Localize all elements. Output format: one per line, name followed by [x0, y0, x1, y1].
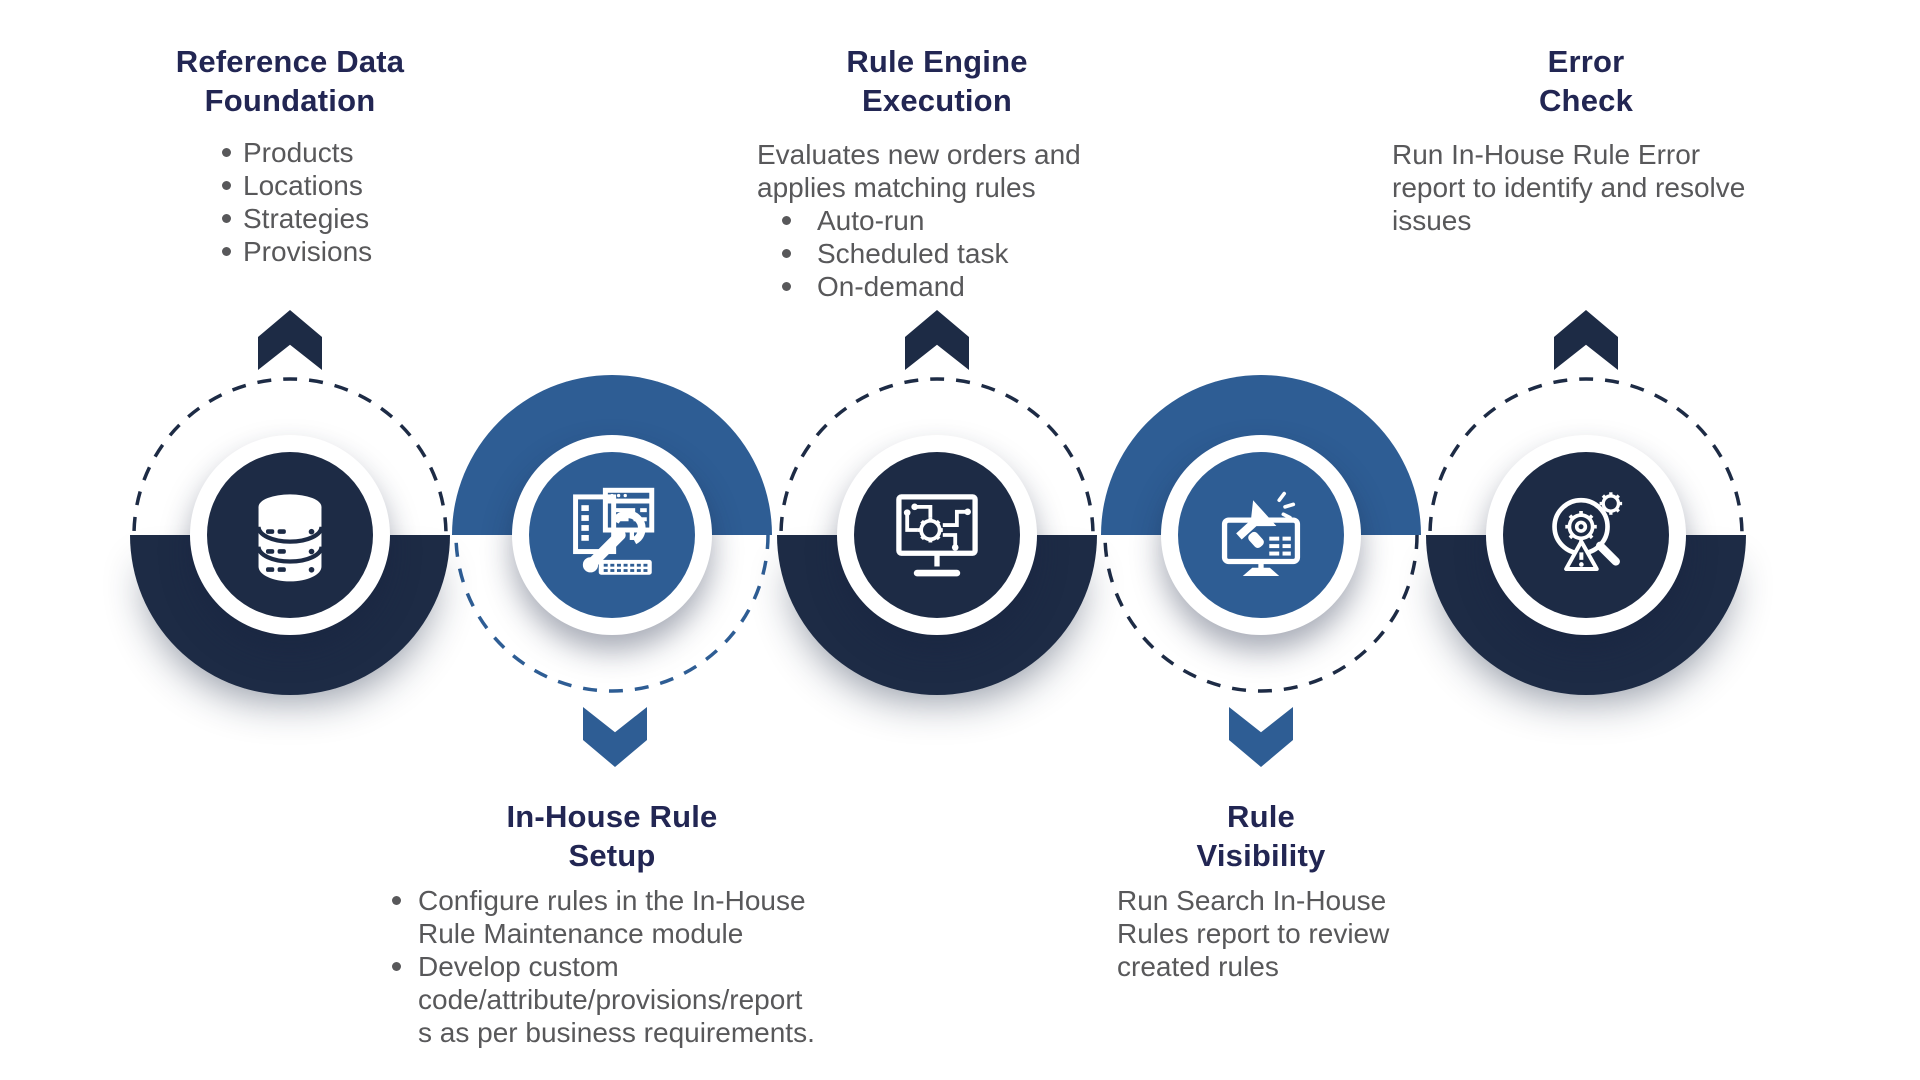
title-line: Check — [1538, 83, 1634, 118]
arrow-up-icon — [258, 310, 322, 370]
step-bullet-list: Products Locations Strategies Provisions — [210, 136, 372, 268]
description-line: report to identify and resolve — [1392, 172, 1746, 203]
description-line: Run In-House Rule Error — [1392, 139, 1701, 170]
arrow-up-icon — [905, 310, 969, 370]
step-title: Reference Data Foundation — [90, 42, 490, 120]
bullet-text: code/attribute/provisions/report — [418, 984, 803, 1015]
step-title: Error Check — [1386, 42, 1786, 120]
list-item: Scheduled task — [757, 237, 1157, 270]
description-line: applies matching rules — [757, 172, 1036, 203]
step-title: In-House Rule Setup — [412, 797, 812, 875]
arrow-down-icon — [1229, 707, 1293, 767]
bullet-dot — [222, 214, 231, 223]
arrow-up-icon — [1554, 310, 1618, 370]
bullet-dot — [392, 896, 401, 905]
step-circle-1 — [125, 370, 455, 700]
title-line: Setup — [568, 838, 656, 873]
bullet-dot — [222, 181, 231, 190]
list-item: Strategies — [210, 202, 372, 235]
description-line: Rules report to review — [1117, 918, 1390, 949]
title-line: In-House Rule — [506, 799, 718, 834]
title-line: Foundation — [204, 83, 376, 118]
icon-badge — [190, 435, 390, 635]
bullet-text: On-demand — [817, 271, 965, 302]
list-item: Provisions — [210, 235, 372, 268]
step-circle-4 — [1096, 370, 1426, 700]
list-item: On-demand — [757, 270, 1157, 303]
bullet-dot — [782, 249, 791, 258]
bullet-text: Products — [243, 137, 354, 168]
bullet-text: Provisions — [243, 236, 373, 267]
icon-badge — [837, 435, 1037, 635]
title-line: Rule Engine — [846, 44, 1028, 79]
bullet-dot — [782, 282, 791, 291]
step-bullet-list: Configure rules in the In-House Rule Mai… — [378, 884, 848, 1049]
description-line: Evaluates new orders and — [757, 139, 1081, 170]
step-circle-5 — [1421, 370, 1751, 700]
rule-engine-icon — [854, 452, 1020, 618]
title-line: Execution — [862, 83, 1012, 118]
bullet-dot — [222, 247, 231, 256]
step-title: Rule Engine Execution — [737, 42, 1137, 120]
description-line: created rules — [1117, 951, 1279, 982]
bullet-text: Scheduled task — [817, 238, 1009, 269]
bullet-text: Rule Maintenance module — [418, 918, 744, 949]
error-check-icon — [1503, 452, 1669, 618]
title-line: Error — [1547, 44, 1625, 79]
step-description: Evaluates new orders and applies matchin… — [757, 138, 1157, 303]
bullet-dot — [782, 216, 791, 225]
step-circle-2 — [447, 370, 777, 700]
title-line: Rule — [1227, 799, 1295, 834]
step-description: Run In-House Rule Error report to identi… — [1392, 138, 1812, 237]
step-title: Rule Visibility — [1061, 797, 1461, 875]
icon-badge — [1161, 435, 1361, 635]
bullet-text: s as per business requirements. — [418, 1017, 815, 1048]
bullet-text: Strategies — [243, 203, 370, 234]
icon-badge — [1486, 435, 1686, 635]
list-item: Locations — [210, 169, 372, 202]
bullet-dot — [222, 148, 231, 157]
bullet-text: Develop custom — [418, 951, 619, 982]
list-item: Develop custom code/attribute/provisions… — [378, 950, 848, 1049]
step-circle-3 — [772, 370, 1102, 700]
title-line: Visibility — [1196, 838, 1326, 873]
rule-visibility-icon — [1178, 452, 1344, 618]
title-line: Reference Data — [175, 44, 405, 79]
bullet-text: Locations — [243, 170, 363, 201]
database-icon — [207, 452, 373, 618]
bullet-text: Auto-run — [817, 205, 925, 236]
description-line: Run Search In-House — [1117, 885, 1387, 916]
description-line: issues — [1392, 205, 1472, 236]
list-item: Auto-run — [757, 204, 1157, 237]
bullet-dot — [392, 962, 401, 971]
list-item: Products — [210, 136, 372, 169]
icon-badge — [512, 435, 712, 635]
arrow-down-icon — [583, 707, 647, 767]
bullet-text: Configure rules in the In-House — [418, 885, 806, 916]
rule-setup-icon — [529, 452, 695, 618]
list-item: Configure rules in the In-House Rule Mai… — [378, 884, 848, 950]
step-description: Run Search In-House Rules report to revi… — [1117, 884, 1497, 983]
